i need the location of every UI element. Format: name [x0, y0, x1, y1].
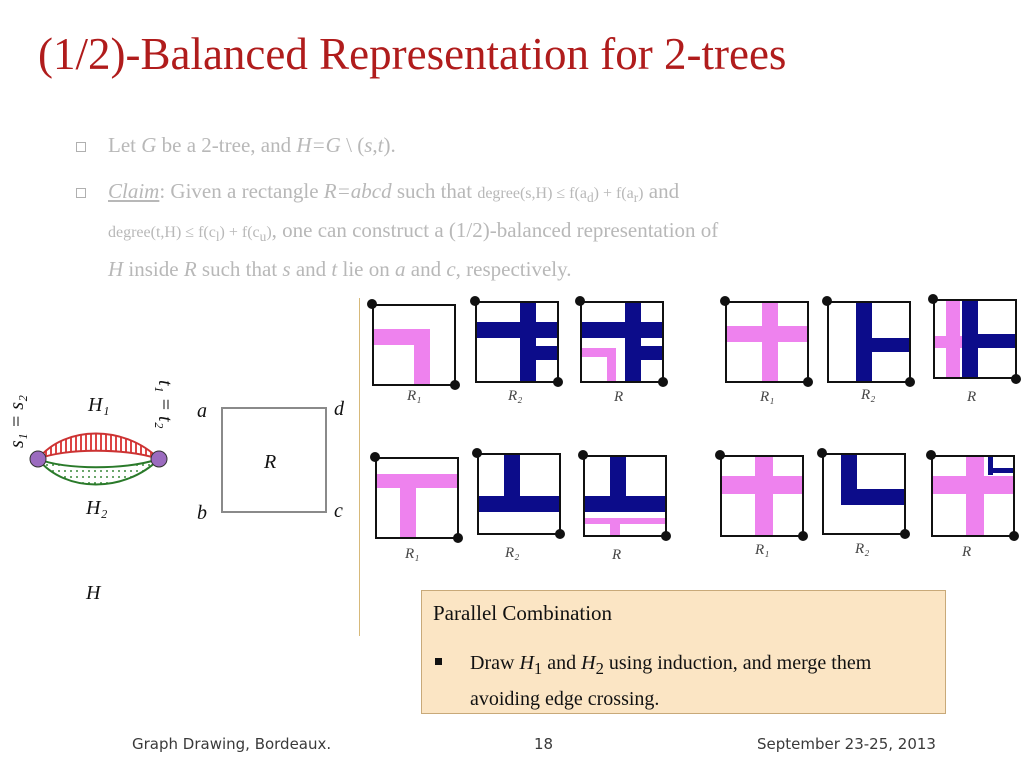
- label-h1: H₁: [88, 394, 110, 416]
- tile-r-b: [928, 294, 1021, 384]
- tile-r-a: [575, 296, 668, 387]
- tile-r2-c: [472, 448, 565, 539]
- caption-r: R: [614, 389, 624, 405]
- square-bullet-icon: [435, 658, 442, 665]
- h1-region: [34, 432, 160, 462]
- footer-conference: Graph Drawing, Bordeaux.: [132, 735, 332, 753]
- vertex-s: [29, 450, 47, 468]
- footer-date: September 23-25, 2013: [757, 735, 936, 753]
- claim-label: Claim: [108, 179, 160, 203]
- two-tree-diagram: [29, 432, 168, 486]
- tile-r1-b: [720, 296, 813, 387]
- caption-r2: R₂: [855, 541, 870, 557]
- caption-r1: R₁: [760, 389, 775, 405]
- bullet-1: Let G be a 2-tree, and H=G \ (s,t).: [76, 129, 396, 161]
- label-h: H: [86, 582, 101, 604]
- caption-r1: R₁: [407, 388, 422, 404]
- tile-r-c: [578, 450, 671, 541]
- h2-region: [34, 456, 160, 486]
- square-bullet-icon: [76, 188, 86, 198]
- tile-r1-c: [370, 452, 463, 543]
- bullet-2: Claim: Given a rectangle R=abcd such tha…: [76, 175, 988, 285]
- caption-r2: R₂: [861, 387, 876, 403]
- rect-label-r: R: [264, 451, 277, 473]
- degree-condition-t: degree(t,H) ≤ f(cl) + f(cu): [108, 224, 272, 245]
- tile-r1-d: [715, 450, 808, 541]
- vertex-t: [150, 450, 168, 468]
- label-s1-eq-s2: s₁ = s₂: [6, 395, 28, 448]
- caption-r1: R₁: [405, 546, 420, 562]
- slide-title: (1/2)-Balanced Representation for 2-tree…: [38, 29, 787, 79]
- box-bullet-text: Draw H1 and H2 using induction, and merg…: [470, 652, 872, 710]
- rectangle-r: [221, 407, 327, 513]
- square-bullet-icon: [76, 142, 86, 152]
- parallel-combination-box: Parallel Combination Draw H1 and H2 usin…: [421, 590, 946, 714]
- tile-r-d: [926, 450, 1019, 541]
- corner-d: d: [334, 398, 344, 420]
- corner-b: b: [197, 502, 207, 524]
- caption-r2: R₂: [508, 388, 523, 404]
- caption-r: R: [612, 547, 622, 563]
- caption-r: R: [962, 544, 972, 560]
- divider-line: [359, 298, 360, 636]
- tile-r2-d: [817, 448, 910, 539]
- tile-r1-a: [367, 299, 460, 390]
- box-title: Parallel Combination: [433, 601, 613, 625]
- corner-a: a: [197, 400, 207, 422]
- label-h2: H₂: [86, 497, 108, 519]
- caption-r: R: [967, 389, 977, 405]
- degree-condition-s: degree(s,H) ≤ f(ad) + f(ar): [477, 185, 644, 206]
- footer-page-number: 18: [534, 735, 554, 753]
- tile-r2-a: [470, 296, 563, 387]
- corner-c: c: [334, 500, 343, 522]
- label-t1-eq-t2: t₁ = t₂: [154, 380, 176, 429]
- tile-r2-b: [822, 296, 915, 387]
- caption-r2: R₂: [505, 545, 520, 561]
- caption-r1: R₁: [755, 542, 770, 558]
